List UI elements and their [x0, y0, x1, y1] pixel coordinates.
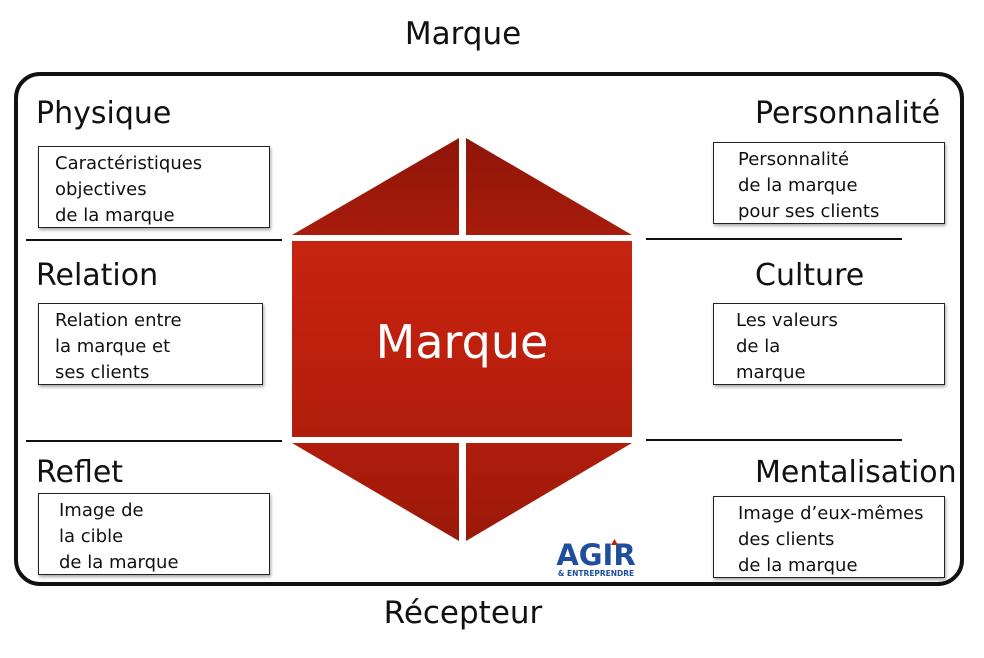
facet-box-culture: Les valeurs de la marque: [713, 303, 945, 385]
facet-title-personnalite: Personnalité: [755, 96, 941, 131]
separator-line: [646, 439, 902, 441]
facet-text-line: des clients: [738, 529, 835, 550]
hex-top-left-facet: [292, 138, 459, 235]
facet-text-line: Relation entre: [55, 310, 182, 331]
facet-box-relation: Relation entre la marque et ses clients: [38, 303, 263, 385]
facet-box-reflet: Image de la cible de la marque: [38, 493, 270, 575]
facet-text-line: marque: [736, 362, 806, 383]
brand-hexagon: Marque: [292, 138, 632, 541]
facet-text-line: Image de: [59, 500, 144, 521]
facet-box-mentalisation: Image d’eux-mêmes des clients de la marq…: [713, 496, 945, 578]
agir-logo: AGIR & ENTREPRENDRE: [556, 538, 635, 578]
facet-text-line: pour ses clients: [738, 201, 880, 222]
logo-accent-mark: [611, 539, 618, 545]
facet-title-culture: Culture: [755, 258, 865, 293]
hex-top-right-facet: [466, 138, 632, 235]
facet-text-line: de la: [736, 336, 781, 357]
logo-text: AGIR: [556, 538, 635, 572]
facet-text-line: Caractéristiques: [55, 153, 203, 174]
hex-center-panel: [292, 241, 632, 437]
prism-frame: [14, 72, 964, 586]
separator-line: [646, 238, 902, 240]
facet-text-line: la marque et: [55, 336, 171, 357]
top-label-marque: Marque: [404, 16, 522, 52]
facet-text-line: de la marque: [55, 205, 175, 226]
separator-line: [26, 440, 282, 442]
facet-text-line: de la marque: [738, 555, 858, 576]
facet-box-physique: Caractéristiques objectives de la marque: [38, 146, 270, 228]
facet-title-reflet: Reflet: [36, 455, 124, 490]
bottom-label-recepteur: Récepteur: [383, 595, 543, 631]
facet-text-line: objectives: [55, 179, 147, 200]
logo-subtext: & ENTREPRENDRE: [558, 569, 634, 578]
facet-text-line: ses clients: [55, 362, 150, 383]
facet-title-relation: Relation: [36, 258, 159, 293]
facet-text-line: Personnalité: [738, 149, 850, 170]
hex-bottom-right-facet: [466, 443, 632, 541]
separator-line: [26, 239, 282, 241]
facet-text-line: Image d’eux-mêmes: [738, 503, 924, 524]
hex-bottom-left-facet: [292, 443, 459, 541]
center-label: Marque: [376, 315, 549, 369]
facet-title-mentalisation: Mentalisation: [755, 455, 957, 490]
facet-text-line: la cible: [59, 526, 124, 547]
facet-text-line: de la marque: [59, 552, 179, 573]
facet-text-line: Les valeurs: [736, 310, 838, 331]
facet-box-personnalite: Personnalité de la marque pour ses clien…: [713, 142, 945, 224]
facet-text-line: de la marque: [738, 175, 858, 196]
facet-title-physique: Physique: [36, 96, 172, 131]
